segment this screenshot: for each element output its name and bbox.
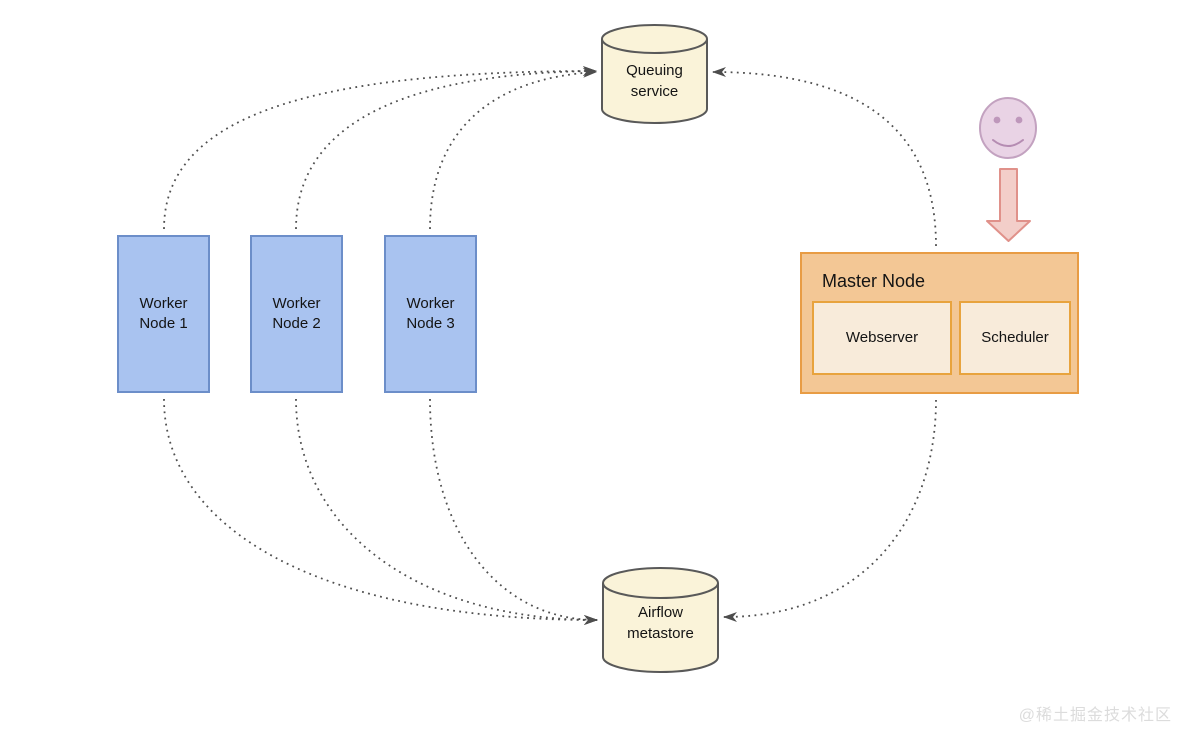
scheduler-node: Scheduler: [959, 301, 1071, 375]
queuing-service-label: Queuing service: [626, 62, 683, 100]
user-down-arrow-icon: [986, 168, 1031, 242]
queuing-cylinder-body: [601, 24, 708, 124]
smiley-mouth: [992, 139, 1024, 147]
worker-node-1: Worker Node 1: [117, 235, 210, 393]
scheduler-label: Scheduler: [981, 329, 1049, 346]
metastore-cylinder-top-arc: [602, 582, 719, 599]
connector-worker3-to-metastore: [429, 398, 598, 625]
connector-master-to-queuing: [712, 67, 937, 247]
worker-node-3: Worker Node 3: [384, 235, 477, 393]
connector-master-to-metastore: [723, 399, 937, 622]
metastore-cylinder-body: [602, 567, 719, 673]
watermark: @稀土掘金技术社区: [1018, 707, 1172, 724]
queuing-service-cylinder: [601, 24, 708, 124]
smiley-head: [979, 97, 1037, 159]
worker-node-2: Worker Node 2: [250, 235, 343, 393]
airflow-metastore-cylinder: [602, 567, 719, 673]
webserver-node: Webserver: [812, 301, 952, 375]
connectors: [163, 66, 937, 625]
webserver-label: Webserver: [845, 329, 919, 346]
master-node-title: Master Node: [822, 271, 926, 291]
connector-worker1-to-queuing: [163, 66, 597, 230]
worker-node-1-label: Worker Node 1: [139, 295, 188, 332]
connector-worker3-to-queuing: [429, 67, 597, 230]
worker-node-3-label: Worker Node 3: [406, 295, 455, 332]
airflow-metastore-label: Airflow metastore: [627, 604, 694, 642]
queuing-cylinder-top-arc: [601, 38, 708, 54]
worker-node-2-label: Worker Node 2: [272, 295, 321, 332]
user-smiley-icon: [979, 97, 1037, 159]
master-node: Master Node Webserver Scheduler: [800, 252, 1079, 394]
connector-worker1-to-metastore: [163, 398, 598, 625]
smiley-left-eye: [993, 116, 1001, 124]
connector-worker2-to-queuing: [295, 66, 597, 230]
connector-worker2-to-metastore: [295, 398, 598, 625]
smiley-right-eye: [1015, 116, 1023, 124]
